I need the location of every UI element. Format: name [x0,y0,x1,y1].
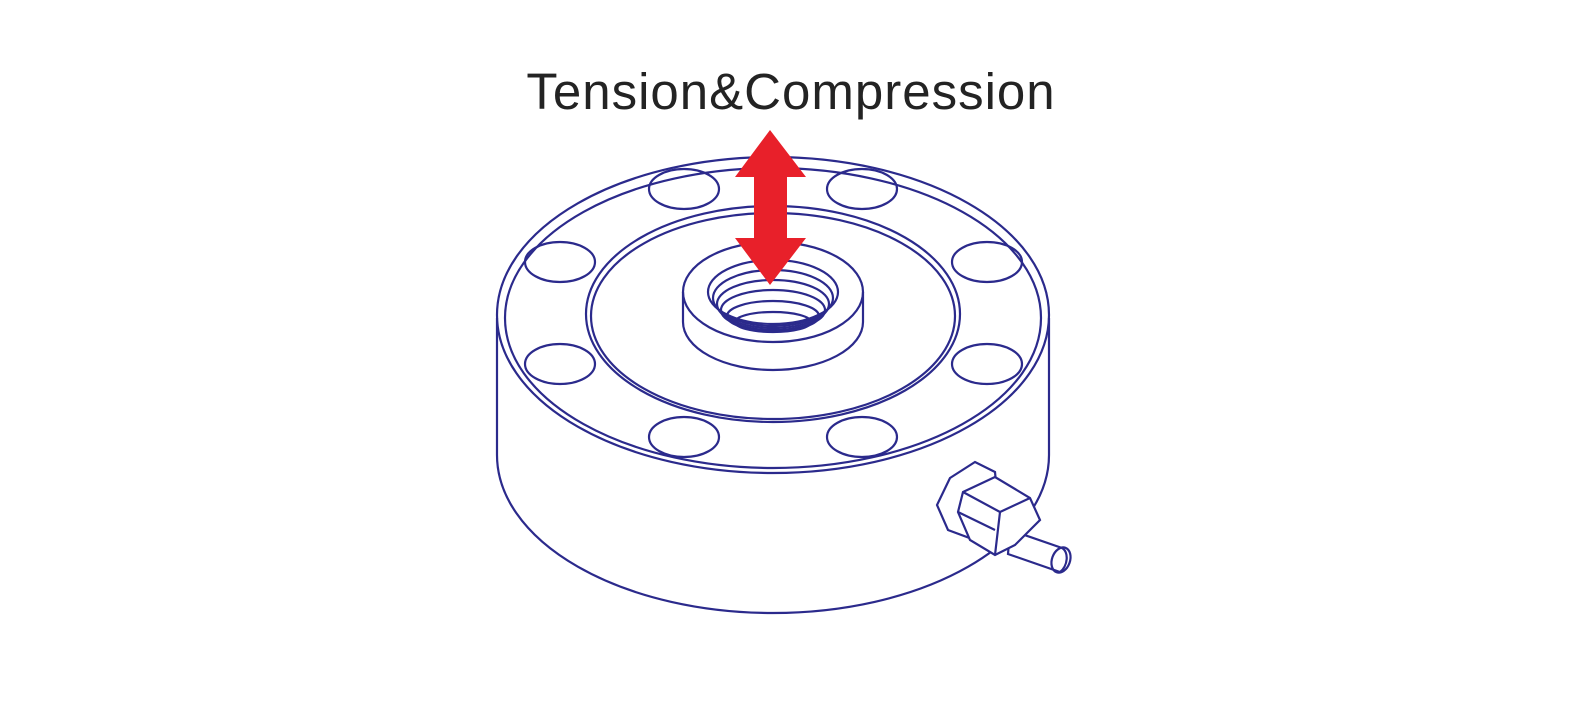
bolt-hole [523,240,597,284]
cable-connector [935,460,1072,574]
bolt-hole [950,240,1024,284]
cylinder-side [495,318,1051,615]
diagram-title: Tension&Compression [526,63,1056,120]
bolt-hole [825,415,899,459]
bolt-holes [523,167,1024,459]
bolt-hole [647,415,721,459]
bolt-hole [950,342,1024,386]
tension-compression-arrow [735,130,806,285]
bolt-hole [647,167,721,211]
bolt-hole [523,342,597,386]
bolt-hole [825,167,899,211]
